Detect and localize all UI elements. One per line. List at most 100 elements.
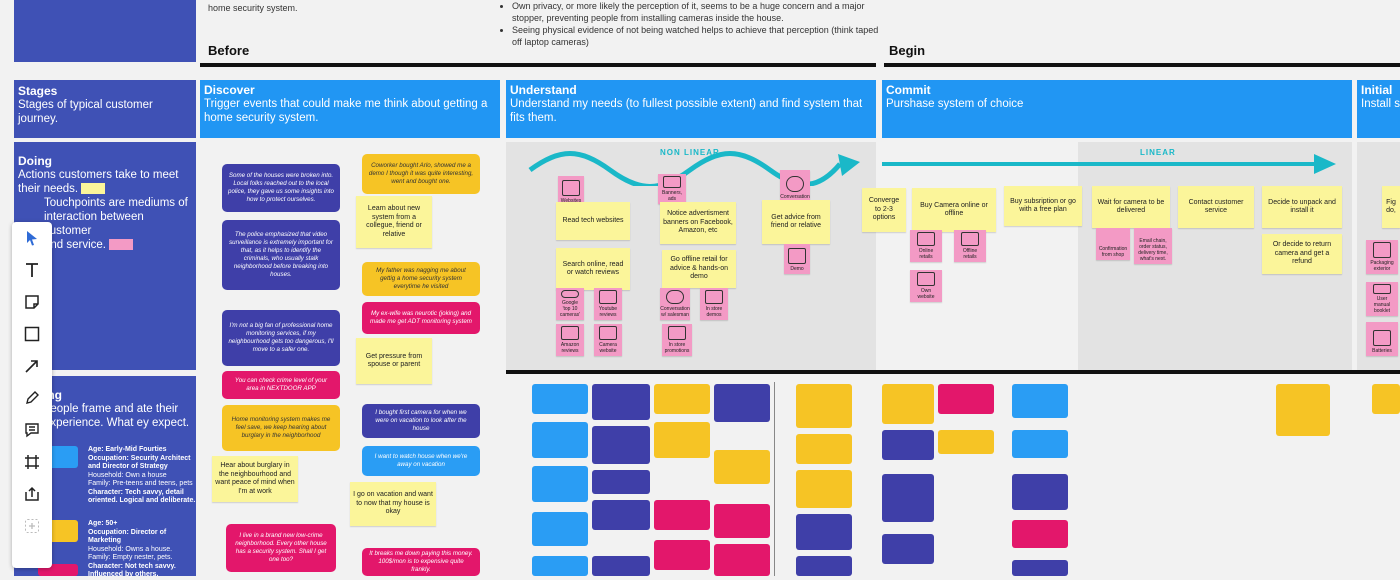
action-sticky[interactable]: Get advice from friend or relative — [762, 200, 830, 244]
touchpoint-sticky[interactable]: Packaging exterior — [1366, 240, 1398, 274]
mini-bubble[interactable] — [654, 500, 710, 530]
action-sticky[interactable]: Buy subsription or go with a free plan — [1004, 186, 1082, 226]
mini-bubble[interactable] — [592, 426, 650, 464]
action-sticky[interactable]: Decide to unpack and install it — [1262, 186, 1342, 228]
quote-bubble[interactable]: You can check crime level of your area i… — [222, 371, 340, 399]
mini-bubble[interactable] — [938, 430, 994, 454]
mini-bubble[interactable] — [532, 384, 588, 414]
action-sticky[interactable]: Search online, read or watch reviews — [556, 248, 630, 290]
action-sticky[interactable]: Fig do, — [1382, 186, 1400, 228]
stage-header-commit[interactable]: Commit Purshase system of choice — [882, 80, 1352, 138]
mini-bubble[interactable] — [654, 384, 710, 414]
touchpoint-sticky[interactable]: Amazon reviews — [556, 324, 584, 356]
mini-bubble[interactable] — [714, 384, 770, 422]
mini-bubble[interactable] — [796, 384, 852, 428]
mini-bubble[interactable] — [532, 556, 588, 576]
arrow-tool[interactable] — [15, 350, 49, 382]
mini-bubble[interactable] — [882, 474, 934, 522]
quote-bubble[interactable]: Home monitoring system makes me feel sav… — [222, 405, 340, 451]
action-sticky[interactable]: Contact customer service — [1178, 186, 1254, 228]
mini-bubble[interactable] — [714, 450, 770, 484]
action-sticky[interactable]: Buy Camera online or offline — [912, 188, 996, 232]
action-sticky[interactable]: Converge to 2-3 options — [862, 188, 906, 232]
mini-bubble[interactable] — [882, 534, 934, 564]
stage-header-understand[interactable]: Understand Understand my needs (to fulle… — [506, 80, 876, 138]
touchpoint-sticky[interactable]: Conversation — [780, 170, 810, 202]
stage-header-initial[interactable]: Initial Install sy — [1357, 80, 1400, 138]
text-tool[interactable] — [15, 254, 49, 286]
mini-bubble[interactable] — [938, 384, 994, 414]
mini-bubble[interactable] — [882, 384, 934, 424]
touchpoint-sticky[interactable]: Conversation w/ salesman — [660, 288, 690, 320]
more-tool[interactable] — [15, 510, 49, 542]
touchpoint-sticky[interactable]: Online retails — [910, 230, 942, 262]
action-sticky[interactable]: I go on vacation and want to now that my… — [350, 482, 436, 526]
mini-bubble[interactable] — [654, 540, 710, 570]
quote-bubble[interactable]: It breaks me down paying this money. 100… — [362, 548, 480, 576]
touchpoint-sticky[interactable]: Banners, ads — [658, 174, 686, 204]
touchpoint-sticky[interactable]: Email chain, order status, delivery time… — [1134, 228, 1172, 264]
upload-tool[interactable] — [15, 478, 49, 510]
quote-bubble[interactable]: The police emphasized that video surveil… — [222, 220, 340, 290]
phase-begin: Begin — [889, 43, 926, 58]
shape-tool[interactable] — [15, 318, 49, 350]
mini-bubble[interactable] — [592, 500, 650, 530]
quote-bubble[interactable]: I bought first camera for when we were o… — [362, 404, 480, 438]
mini-bubble[interactable] — [592, 556, 650, 576]
mini-bubble[interactable] — [1012, 430, 1068, 458]
mini-bubble[interactable] — [714, 504, 770, 538]
mini-bubble[interactable] — [532, 466, 588, 502]
mini-bubble[interactable] — [654, 422, 710, 458]
mini-bubble[interactable] — [1276, 384, 1330, 436]
comment-tool[interactable] — [15, 414, 49, 446]
action-sticky[interactable]: Wait for camera to be delivered — [1092, 186, 1170, 228]
touchpoint-sticky[interactable]: User manual booklet — [1366, 282, 1398, 316]
stage-header-discover[interactable]: Discover Trigger events that could make … — [200, 80, 500, 138]
action-sticky[interactable]: Learn about new system from a collegue, … — [356, 196, 432, 248]
select-tool[interactable] — [15, 222, 49, 254]
quote-bubble[interactable]: I want to watch house when we're away on… — [362, 446, 480, 476]
touchpoint-sticky[interactable]: Camera website — [594, 324, 622, 356]
mini-bubble[interactable] — [796, 470, 852, 508]
action-sticky[interactable]: Read tech websites — [556, 202, 630, 240]
action-sticky[interactable]: Get pressure from spouse or parent — [356, 338, 432, 384]
mini-bubble[interactable] — [1012, 384, 1068, 418]
quote-bubble[interactable]: Coworker bought Arlo, showed me a demo I… — [362, 154, 480, 194]
action-sticky[interactable]: Notice advertisment banners on Facebook,… — [660, 202, 736, 244]
mini-bubble[interactable] — [1372, 384, 1400, 414]
mini-bubble[interactable] — [796, 556, 852, 576]
touchpoint-sticky[interactable]: Demo — [784, 244, 810, 274]
touchpoint-sticky[interactable]: Offline retails — [954, 230, 986, 262]
action-sticky[interactable]: Hear about burglary in the neighbourhood… — [212, 456, 298, 502]
mini-bubble[interactable] — [592, 384, 650, 420]
touchpoint-sticky[interactable]: Batteries — [1366, 322, 1398, 356]
quote-bubble[interactable]: I live in a brand new low-crime neighbor… — [226, 524, 336, 572]
touchpoint-sticky[interactable]: Confirmation from shop — [1096, 228, 1130, 260]
mini-bubble[interactable] — [796, 514, 852, 550]
mini-bubble[interactable] — [1012, 520, 1068, 548]
mini-bubble[interactable] — [532, 512, 588, 546]
touchpoint-sticky[interactable]: Youtube reviews — [594, 288, 622, 320]
sticky-note-tool[interactable] — [15, 286, 49, 318]
pen-tool[interactable] — [15, 382, 49, 414]
mini-bubble[interactable] — [592, 470, 650, 494]
frame-tool[interactable] — [15, 446, 49, 478]
touchpoint-sticky[interactable]: Own website — [910, 270, 942, 302]
plus-icon — [25, 519, 39, 533]
mini-bubble[interactable] — [714, 544, 770, 576]
mini-bubble[interactable] — [796, 434, 852, 464]
touchpoint-sticky[interactable]: In store promotions — [662, 324, 692, 356]
quote-bubble[interactable]: Some of the houses were broken into. Loc… — [222, 164, 340, 212]
action-sticky[interactable]: Or decide to return camera and get a ref… — [1262, 234, 1342, 274]
mini-bubble[interactable] — [882, 430, 934, 460]
mini-bubble[interactable] — [1012, 474, 1068, 510]
quote-bubble[interactable]: I'm not a big fan of professional home m… — [222, 310, 340, 366]
mini-bubble[interactable] — [532, 422, 588, 458]
mini-bubble[interactable] — [1012, 560, 1068, 576]
quote-bubble[interactable]: My ex-wife was neurotic (joking) and mad… — [362, 302, 480, 334]
touchpoint-sticky[interactable]: In store demos — [700, 288, 728, 320]
touchpoint-sticky[interactable]: Websites — [558, 176, 584, 206]
touchpoint-sticky[interactable]: Google 'top 10 cameras' — [556, 288, 584, 320]
action-sticky[interactable]: Go offline retail for advice & hands-on … — [662, 250, 736, 288]
quote-bubble[interactable]: My father was nagging me about gettig a … — [362, 262, 480, 296]
